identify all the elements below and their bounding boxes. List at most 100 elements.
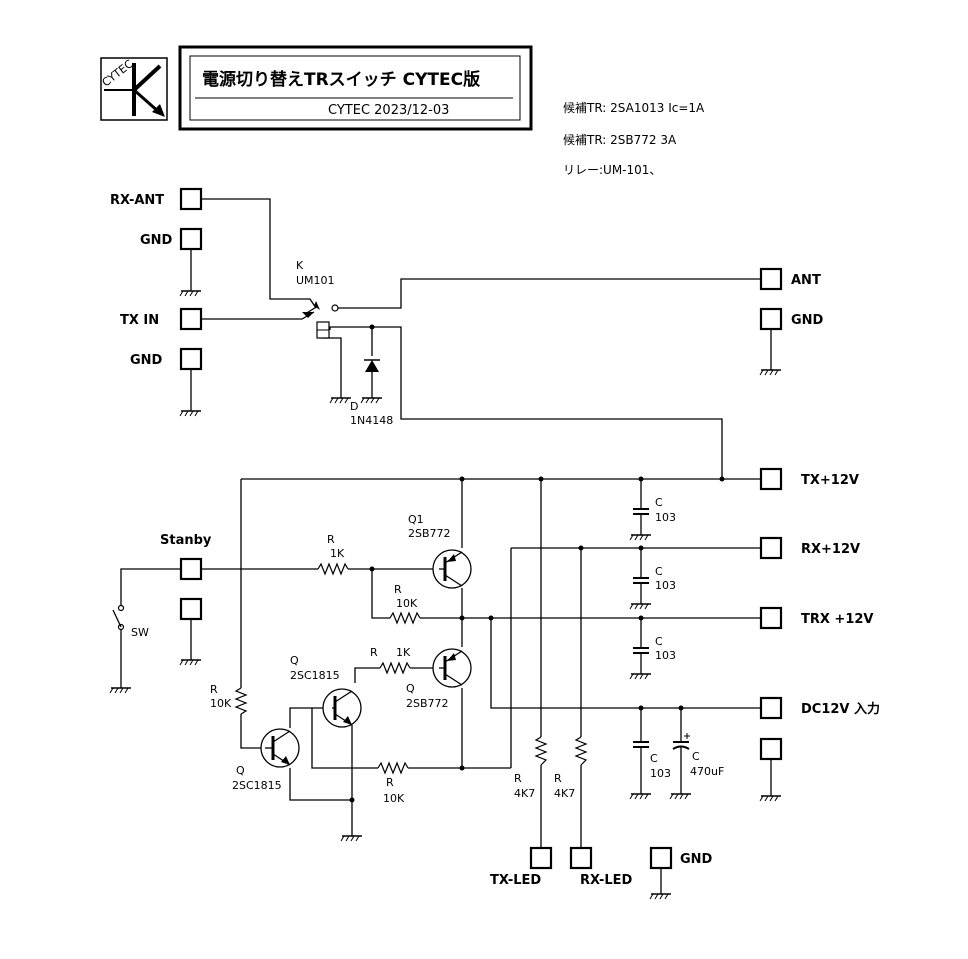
diode-value: 1N4148 [350,414,393,427]
resistor-4k7-a [534,736,548,766]
c1-ref: C [655,496,663,509]
note-line-2: 候補TR: 2SB772 3A [563,133,677,147]
transistor-q3: Q 2SC1815 [290,654,362,728]
relay-k: K UM101 [296,259,339,339]
label-tx-led: TX-LED [490,873,541,888]
logo: CYTEC [100,57,168,121]
terminal-rx-led [569,846,593,870]
r-4k7-b-value: 4K7 [554,787,575,800]
q4-ref: Q [236,764,245,777]
terminal-rx12 [759,536,783,560]
capacitor-c1 [632,496,650,528]
relay-ref: K [296,259,304,272]
terminal-ant [759,267,783,291]
c3-value: 103 [655,649,676,662]
capacitor-c2 [632,565,650,597]
q1-value: 2SB772 [408,527,451,540]
terminal-dc12 [759,696,783,720]
r-10k-bot-ref: R [386,776,394,789]
r-4k7-b-ref: R [554,772,562,785]
label-tx12: TX+12V [801,473,859,488]
q2-value: 2SB772 [406,697,449,710]
notes: 候補TR: 2SA1013 Ic=1A 候補TR: 2SB772 3A リレー:… [563,101,705,177]
r-10k-a-value: 10K [396,597,418,610]
resistor-labels: R 1K R 10K R 1K R 10K R 10K R 4K7 R 4K7 [210,533,575,805]
label-gnd-ant: GND [791,313,824,328]
capacitor-c5-electrolytic [672,733,690,786]
label-stanby: Stanby [160,533,212,548]
terminal-labels: RX-ANT GND TX IN GND ANT GND TX+12V RX+1… [110,193,880,888]
r-1k-a-value: 1K [330,547,345,560]
r-10k-left-ref: R [210,683,218,696]
label-rx-ant: RX-ANT [110,193,164,208]
terminal-gnd-2 [179,347,203,371]
resistor-10k-bot [377,761,409,775]
diode-d: D 1N4148 [350,359,393,427]
c4-ref: C [650,752,658,765]
q1-ref: Q1 [408,513,424,526]
resistor-10k-left [234,687,248,715]
q4-value: 2SC1815 [232,779,282,792]
r-4k7-a-value: 4K7 [514,787,535,800]
c2-value: 103 [655,579,676,592]
r-1k-b-ref: R [370,646,378,659]
transistor-q2: Q 2SB772 [406,648,472,710]
r-1k-b-value: 1K [396,646,411,659]
r-10k-bot-value: 10K [383,792,405,805]
terminal-gnd-1 [179,227,203,251]
c5-ref: C [692,750,700,763]
terminal-tx12 [759,467,783,491]
resistor-10k-a [389,611,421,625]
c5-value: 470uF [690,765,724,778]
terminal-tx-in [179,307,203,331]
c4-value: 103 [650,767,671,780]
label-ant: ANT [791,273,821,288]
relay-value: UM101 [296,274,335,287]
r-4k7-a-ref: R [514,772,522,785]
terminal-tx-led [529,846,553,870]
resistors [234,562,588,775]
terminal-rx-ant [179,187,203,211]
label-gnd-2: GND [130,353,163,368]
r-10k-a-ref: R [394,583,402,596]
switch-sw: SW [112,604,149,639]
terminal-gnd-ant [759,307,783,331]
capacitor-labels: C 103 C 103 C 103 C 103 C 470uF [650,496,724,780]
terminal-dc-gnd [759,737,783,761]
terminal-gnd-bottom [649,846,673,870]
title-frame: 電源切り替えTRスイッチ CYTEC版 CYTEC 2023/12-03 [178,45,533,131]
title-subtitle: CYTEC 2023/12-03 [328,103,449,118]
terminal-stanby [179,557,203,581]
title-text: 電源切り替えTRスイッチ CYTEC版 [202,69,480,90]
transistor-q4: Q 2SC1815 [232,728,300,792]
terminal-stanby-gnd [179,597,203,621]
sw-label: SW [131,626,149,639]
q3-ref: Q [290,654,299,667]
diode-ref: D [350,400,358,413]
resistor-4k7-b [574,736,588,766]
r-10k-left-value: 10K [210,697,232,710]
transistor-q1: Q1 2SB772 [408,513,472,589]
c3-ref: C [655,635,663,648]
terminal-trx12 [759,606,783,630]
c1-value: 103 [655,511,676,524]
label-rx12: RX+12V [801,542,860,557]
c2-ref: C [655,565,663,578]
capacitor-c3 [632,635,650,667]
wires [120,198,761,848]
resistor-1k-b [379,661,411,675]
resistor-1k-a [317,562,349,576]
capacitors [632,496,690,786]
note-line-1: 候補TR: 2SA1013 Ic=1A [563,101,705,115]
label-dc12: DC12V 入力 [801,701,880,717]
q3-value: 2SC1815 [290,669,340,682]
ground-symbols [109,249,782,900]
r-1k-a-ref: R [327,533,335,546]
label-gnd-1: GND [140,233,173,248]
label-trx12: TRX +12V [801,612,873,627]
junctions [349,324,725,803]
label-rx-led: RX-LED [580,873,633,888]
label-tx-in: TX IN [120,313,159,328]
label-gnd-bottom: GND [680,852,713,867]
